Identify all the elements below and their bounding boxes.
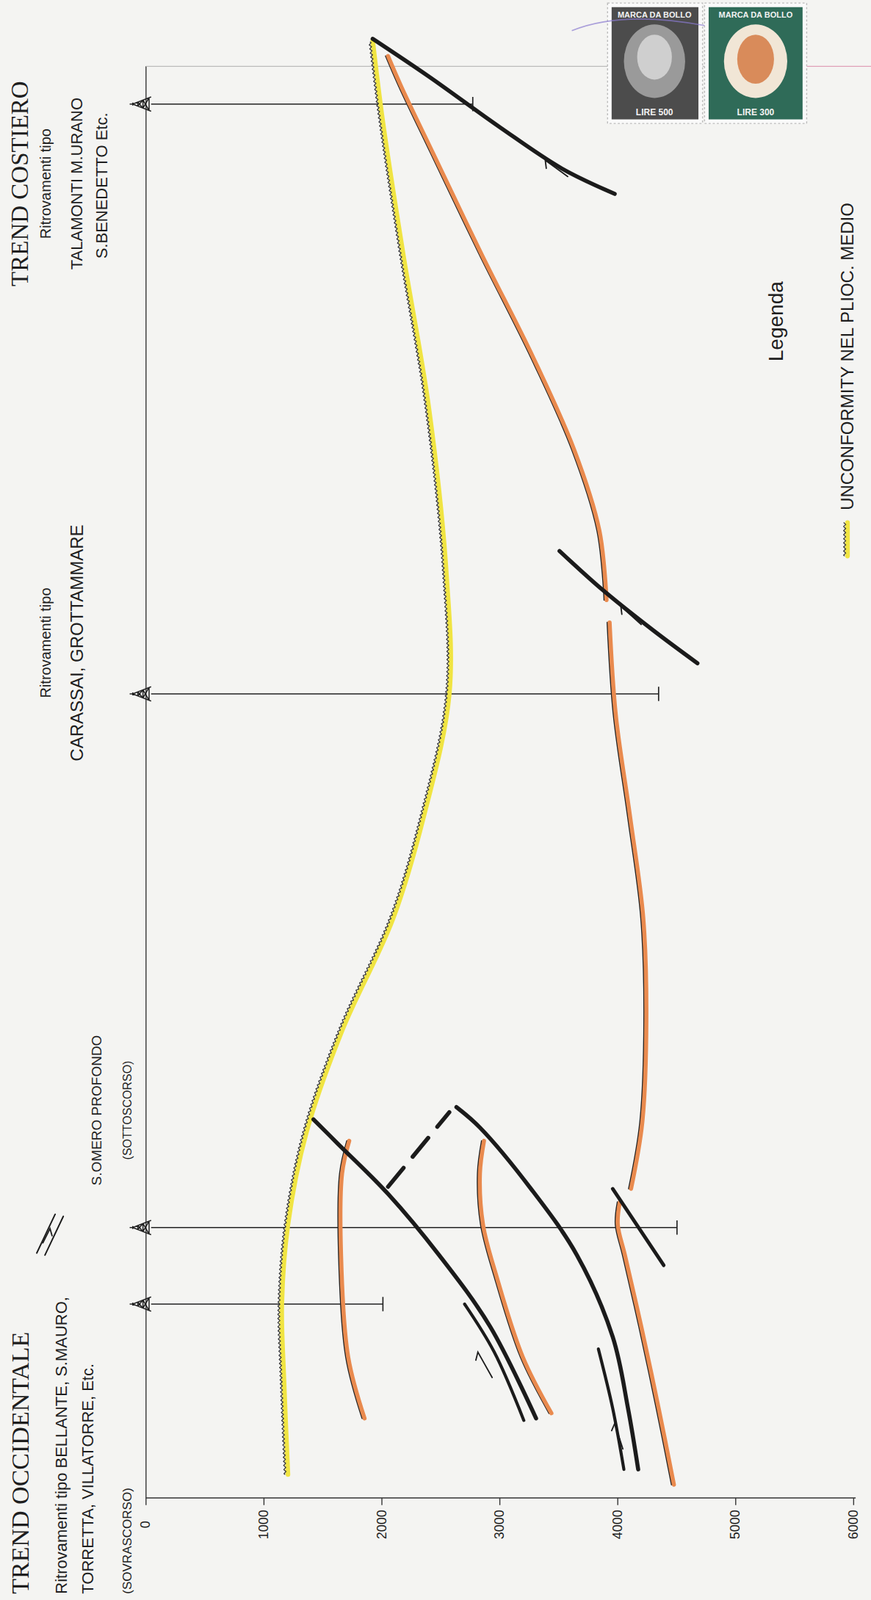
- axis-ticks: [146, 1498, 855, 1506]
- horizon-edge: [385, 55, 605, 601]
- frame-line: [806, 66, 871, 67]
- field-note: Ritrovamenti tipo: [37, 587, 55, 698]
- field-note: S.OMERO PROFONDO: [88, 1035, 106, 1187]
- field-note: CARASSAI, GROTTAMMARE: [66, 524, 88, 761]
- horizon-line: [340, 1141, 365, 1419]
- stamp-border: [704, 2, 807, 124]
- stamp-portrait: [637, 34, 672, 80]
- thrust-symbol: [42, 1228, 53, 1243]
- horizon-line: [617, 1202, 675, 1485]
- axis-tick: [145, 1498, 147, 1506]
- thrust-fault: [598, 1349, 625, 1470]
- axis-tick: [499, 1498, 501, 1506]
- horizon-line: [387, 55, 607, 601]
- axis-tick: [381, 1498, 382, 1506]
- thrust-symbol: [36, 1214, 56, 1254]
- trend-title: TREND COSTIERO: [6, 80, 35, 287]
- legend-text: UNCONFORMITY NEL PLIOC. MEDIO: [837, 202, 858, 511]
- stamp-value: LIRE 500: [635, 107, 674, 119]
- unconformity-edge: [277, 41, 449, 1475]
- revenue-stamp: [607, 2, 703, 124]
- legend-sample-edge: [843, 522, 847, 557]
- well-bottom: [676, 1220, 678, 1235]
- thrust-fault: [456, 1107, 639, 1470]
- stamp-text: MARCA DA BOLLO: [617, 10, 692, 20]
- stamp-ground: [708, 7, 803, 120]
- stamp-border: [607, 2, 703, 124]
- legend-heading: Legenda: [764, 281, 789, 362]
- thrust-fault: [464, 1304, 525, 1421]
- thrust-fault: [559, 550, 698, 664]
- unconformity-line: [282, 41, 451, 1475]
- axis-tick: [735, 1498, 736, 1506]
- movement-arrow: [611, 1424, 623, 1450]
- depth-value: 6000: [846, 1509, 862, 1540]
- axis-tick: [853, 1498, 855, 1506]
- field-note: Ritrovamenti tipo BELLANTE, S.MAURO, TOR…: [48, 1285, 102, 1595]
- field-note: (SOVRASCORSO): [120, 1487, 136, 1595]
- depth-value: 1000: [256, 1509, 272, 1540]
- horizon-line: [609, 622, 647, 1189]
- revenue-stamp: [704, 2, 807, 124]
- derrick-symbol: [129, 1296, 152, 1311]
- stamp-value: LIRE 300: [737, 107, 775, 119]
- thrust-fault: [313, 1119, 537, 1419]
- field-note: TALAMONTI M.URANO: [67, 97, 86, 270]
- field-note: (SOTTOSCORSO): [121, 1061, 135, 1161]
- fault: [612, 1188, 664, 1266]
- field-note: S.BENEDETTO Etc.: [92, 112, 111, 259]
- well-track: [151, 1303, 384, 1306]
- well-track: [151, 693, 659, 695]
- depth-value: 3000: [492, 1509, 508, 1540]
- thrust-symbol: [44, 1216, 64, 1256]
- field-note: Ritrovamenti tipo: [37, 128, 55, 239]
- movement-arrow: [544, 160, 568, 177]
- thrust-fault: [372, 38, 615, 194]
- axis-tick: [616, 1498, 618, 1506]
- depth-value: 0: [138, 1520, 154, 1529]
- surface-line: [145, 66, 147, 1499]
- depth-axis: [146, 1497, 856, 1499]
- derrick-symbol: [129, 96, 152, 111]
- depth-value: 2000: [374, 1509, 390, 1540]
- well: [151, 96, 678, 1312]
- thrust-fault-inferred: [387, 1112, 449, 1187]
- horizon-edge: [607, 622, 645, 1189]
- trend-title: TREND OCCIDENTALE: [5, 1332, 35, 1595]
- stamp-text: MARCA DA BOLLO: [718, 10, 794, 20]
- legend-sample: [845, 522, 850, 557]
- derrick-symbol: [129, 1220, 152, 1235]
- depth-value: 5000: [727, 1509, 744, 1540]
- stamp-ground: [611, 7, 699, 120]
- stamp-portrait: [737, 34, 775, 84]
- axis-tick: [263, 1498, 265, 1506]
- well-track: [151, 1227, 678, 1229]
- movement-arrow: [620, 605, 642, 625]
- stamp-portrait: [624, 24, 686, 98]
- well-bottom: [658, 686, 660, 701]
- stamp-portrait: [724, 24, 788, 98]
- well-bottom: [382, 1296, 385, 1311]
- depth-value: 4000: [610, 1509, 626, 1540]
- movement-arrow: [475, 1352, 493, 1378]
- derrick-symbol: [129, 686, 152, 701]
- well-track: [151, 103, 473, 106]
- date-cancellation: [572, 19, 706, 31]
